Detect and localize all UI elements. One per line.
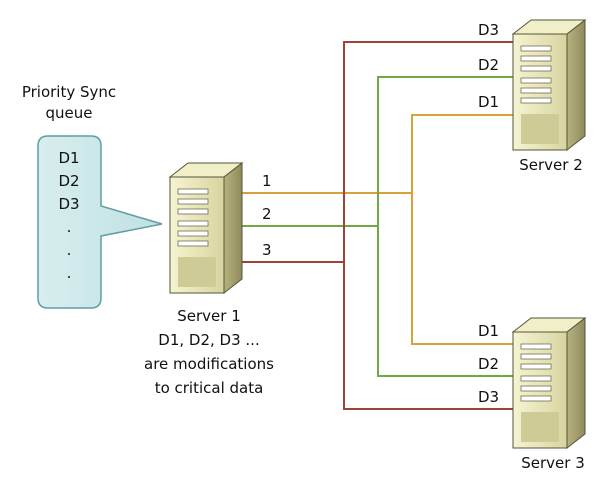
server1-name: Server 1 <box>177 307 241 325</box>
queue-item: D1 <box>58 149 79 167</box>
server2-icon <box>511 18 587 152</box>
server3-label-d2: D2 <box>478 355 499 373</box>
server1-caption-line: to critical data <box>155 379 264 397</box>
queue-item: D3 <box>58 195 79 213</box>
server1-icon <box>168 161 244 295</box>
server1-caption-line: D1, D2, D3 ... <box>158 331 259 349</box>
queue-callout <box>37 135 163 309</box>
link-label-3: 3 <box>262 241 272 259</box>
server2-name: Server 2 <box>519 156 583 174</box>
server2-label-d2: D2 <box>478 56 499 74</box>
queue-item: . <box>67 264 72 282</box>
server1-caption-line: are modifications <box>144 355 274 373</box>
server3-icon <box>511 316 587 450</box>
link-line-3 <box>242 41 513 410</box>
server2-label-d3: D3 <box>478 21 499 39</box>
link-label-1: 1 <box>262 172 272 190</box>
queue-item: D2 <box>58 172 79 190</box>
queue-item: . <box>67 218 72 236</box>
server3-label-d1: D1 <box>478 322 499 340</box>
link-line-2 <box>242 76 513 377</box>
server3-name: Server 3 <box>521 454 585 472</box>
queue-title-line1: Priority Sync <box>22 83 116 101</box>
server3-label-d3: D3 <box>478 388 499 406</box>
queue-item: . <box>67 241 72 259</box>
link-line-1 <box>242 114 513 345</box>
queue-title-line2: queue <box>46 104 93 122</box>
link-label-2: 2 <box>262 205 272 223</box>
server2-label-d1: D1 <box>478 93 499 111</box>
